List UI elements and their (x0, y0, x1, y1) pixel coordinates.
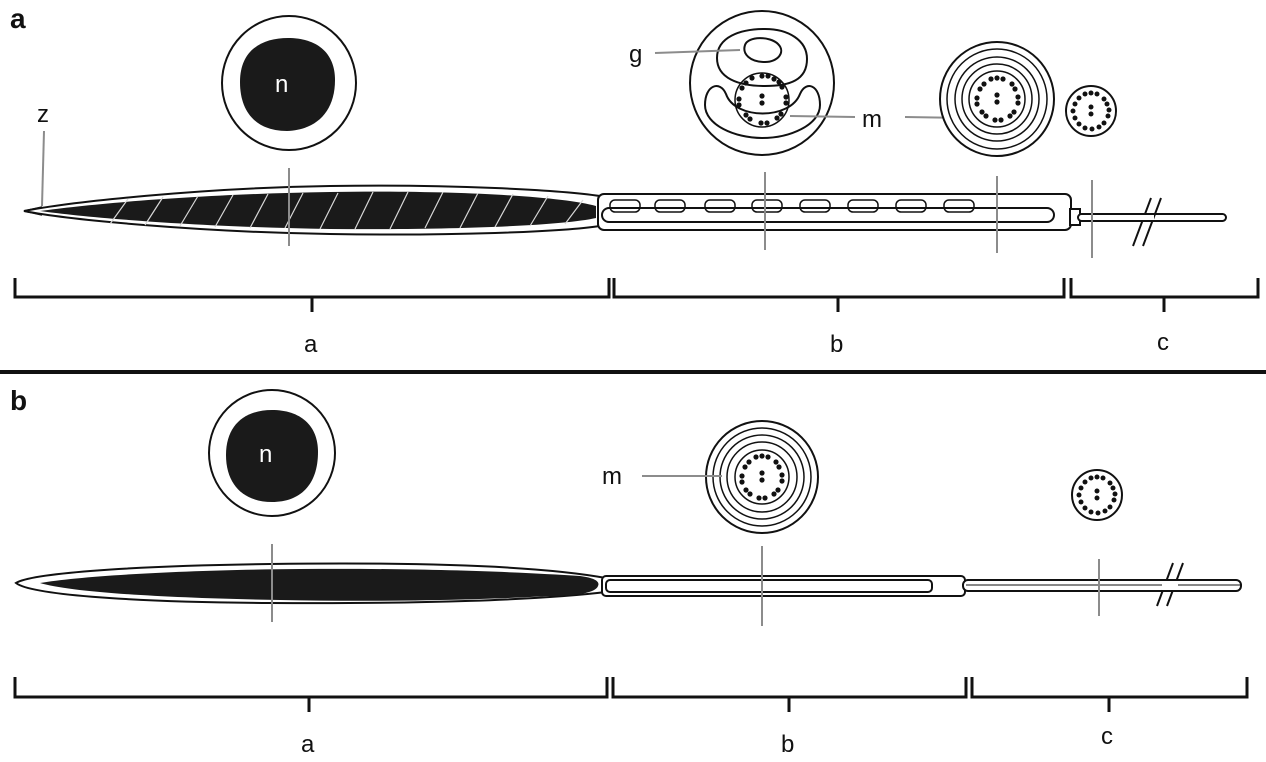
bracket-a-b (15, 677, 607, 697)
cross-section-tail-b (1072, 470, 1122, 520)
cross-section-head-a: n (222, 16, 356, 150)
segment-brackets-a (15, 278, 1258, 312)
cross-section-head-b: n (209, 390, 335, 516)
panel-b: b n (10, 385, 1247, 758)
segment-label-a-a: a (304, 331, 318, 358)
segment-label-b-b: b (781, 731, 794, 758)
bracket-c-a (1071, 278, 1258, 297)
bracket-a-a (15, 278, 609, 297)
segment-label-c-b: c (1101, 723, 1113, 750)
break-gap-b (1162, 581, 1178, 590)
zone-leader (42, 131, 44, 206)
break-gap-a (1138, 215, 1154, 220)
segment-label-b-a: b (830, 331, 843, 358)
sperm-body-a (24, 186, 1226, 246)
bracket-b-b (613, 677, 966, 697)
cross-section-midpiece-granule-a: g (629, 11, 834, 155)
panel-b-letter: b (10, 385, 27, 416)
granule-inner (744, 38, 781, 62)
nucleus-label-a: n (275, 71, 288, 98)
mitochondria-label-b: m (602, 463, 622, 490)
mito-leader-left-a (790, 116, 855, 117)
cross-section-tail-a (1066, 86, 1116, 136)
segment-brackets-b (15, 677, 1247, 712)
cross-section-midpiece-rings-a (940, 42, 1054, 156)
bracket-c-b (972, 677, 1247, 697)
cross-section-midpiece-rings-b (706, 421, 818, 533)
zone-label-a: z (37, 101, 49, 128)
granule-label-a: g (629, 41, 642, 68)
midpiece-core-b (606, 580, 932, 592)
panel-a: a n z (10, 3, 1258, 358)
segment-label-c-a: c (1157, 329, 1169, 356)
panel-a-letter: a (10, 3, 26, 34)
bracket-b-a (614, 278, 1064, 297)
segment-label-a-b: a (301, 731, 315, 758)
nucleus-label-b: n (259, 441, 272, 468)
sperm-body-b (16, 563, 1241, 606)
mitochondria-label-a: m (862, 106, 882, 133)
